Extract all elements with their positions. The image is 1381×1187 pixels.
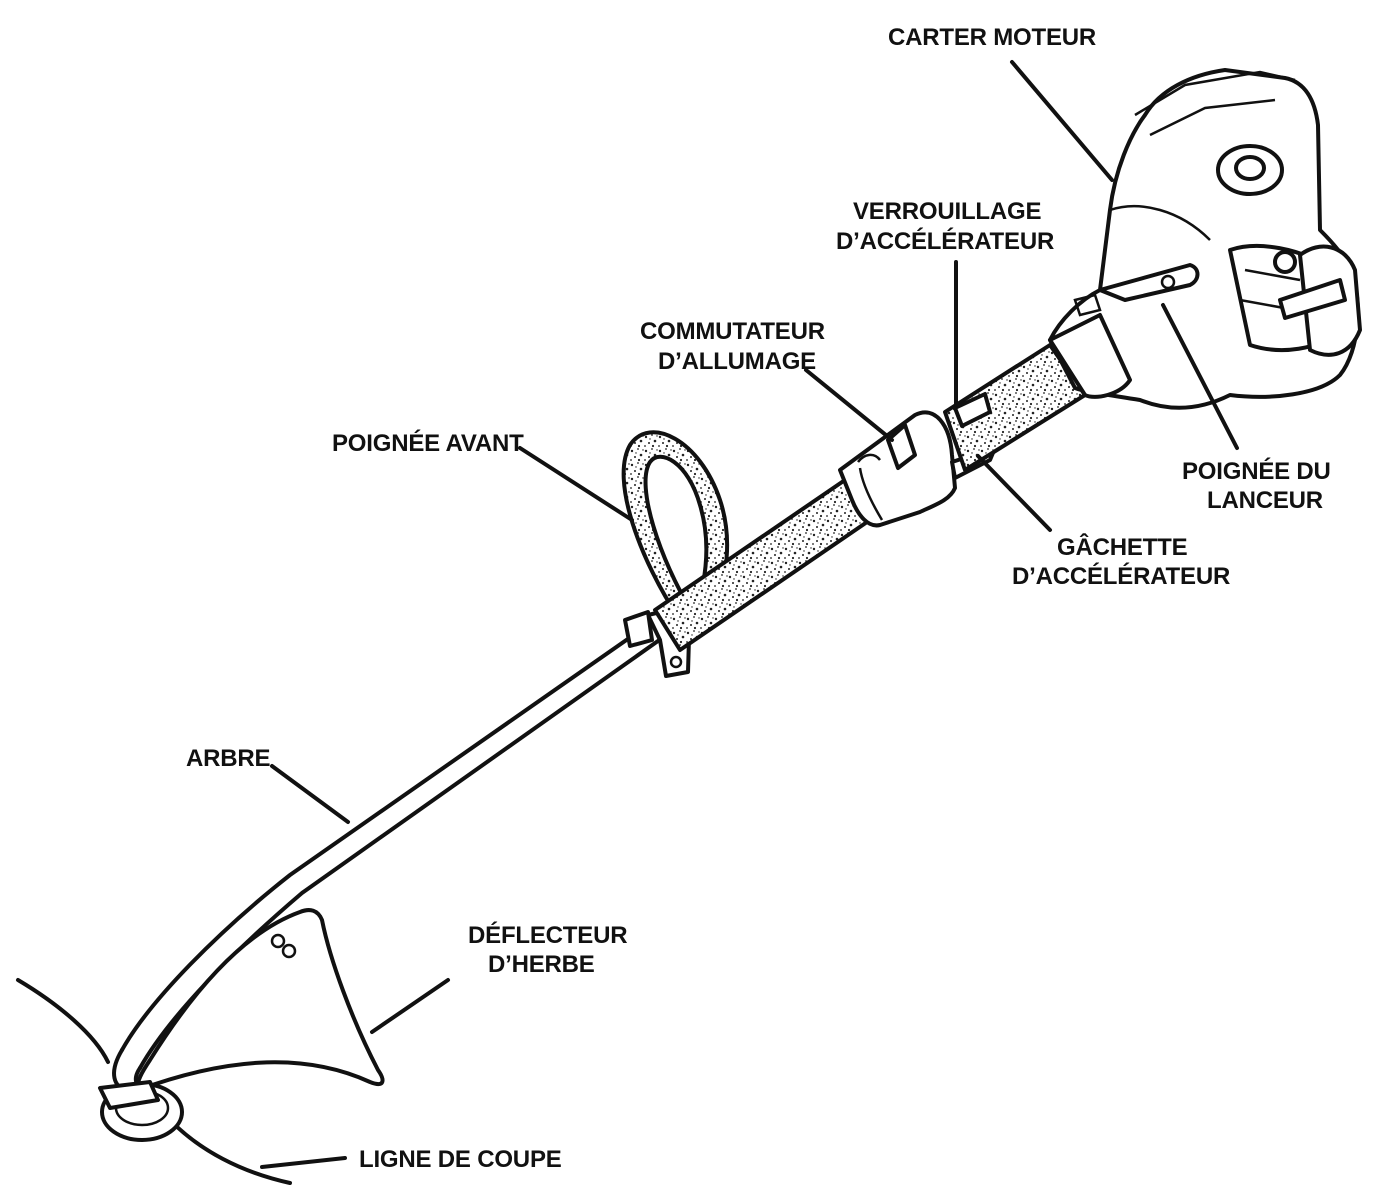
trimmer-illustration bbox=[16, 68, 1362, 1185]
cutting-line-strand-left bbox=[16, 978, 110, 1064]
leader-lines bbox=[260, 60, 1239, 1169]
label-commutateur-line1: COMMUTATEUR bbox=[640, 318, 825, 345]
leader-poignee-lanceur bbox=[1161, 303, 1239, 450]
label-poignee-lanceur-line2: LANCEUR bbox=[1207, 487, 1323, 514]
label-gachette-line2: D’ACCÉLÉRATEUR bbox=[1012, 562, 1230, 590]
leader-carter-moteur bbox=[1010, 60, 1114, 182]
deflector-hole-1 bbox=[270, 933, 286, 949]
label-arbre: ARBRE bbox=[186, 745, 271, 772]
leader-poignee-avant bbox=[518, 446, 634, 522]
cutting-line-strand-right bbox=[170, 1120, 292, 1185]
leader-commutateur bbox=[804, 368, 894, 442]
leader-arbre bbox=[270, 764, 350, 824]
ignition-switch bbox=[886, 423, 917, 470]
label-gachette-line1: GÂCHETTE bbox=[1057, 533, 1188, 561]
label-carter-moteur: CARTER MOTEUR bbox=[888, 24, 1096, 51]
label-deflecteur-line1: DÉFLECTEUR bbox=[468, 921, 627, 949]
shaft-grip-lower bbox=[653, 478, 872, 652]
deflector-hole-2 bbox=[281, 943, 297, 959]
label-poignee-avant: POIGNÉE AVANT bbox=[332, 429, 524, 457]
cutting-head bbox=[98, 1080, 184, 1142]
grass-deflector bbox=[135, 908, 385, 1092]
label-deflecteur-line2: D’HERBE bbox=[488, 951, 595, 978]
engine-housing bbox=[1048, 68, 1362, 410]
leader-gachette bbox=[976, 454, 1052, 532]
label-ligne-de-coupe: LIGNE DE COUPE bbox=[359, 1146, 562, 1173]
label-verrouillage-line1: VERROUILLAGE bbox=[853, 198, 1041, 225]
leader-deflecteur bbox=[370, 978, 450, 1034]
label-poignee-lanceur-line1: POIGNÉE DU bbox=[1182, 457, 1331, 485]
callout-labels: CARTER MOTEUR VERROUILLAGE D’ACCÉLÉRATEU… bbox=[186, 24, 1331, 1173]
label-verrouillage-line2: D’ACCÉLÉRATEUR bbox=[836, 227, 1054, 255]
starter-handle bbox=[1098, 263, 1200, 302]
label-commutateur-line2: D’ALLUMAGE bbox=[658, 348, 816, 375]
throttle-lockout-tab bbox=[953, 392, 992, 428]
leader-ligne-de-coupe bbox=[260, 1156, 347, 1169]
